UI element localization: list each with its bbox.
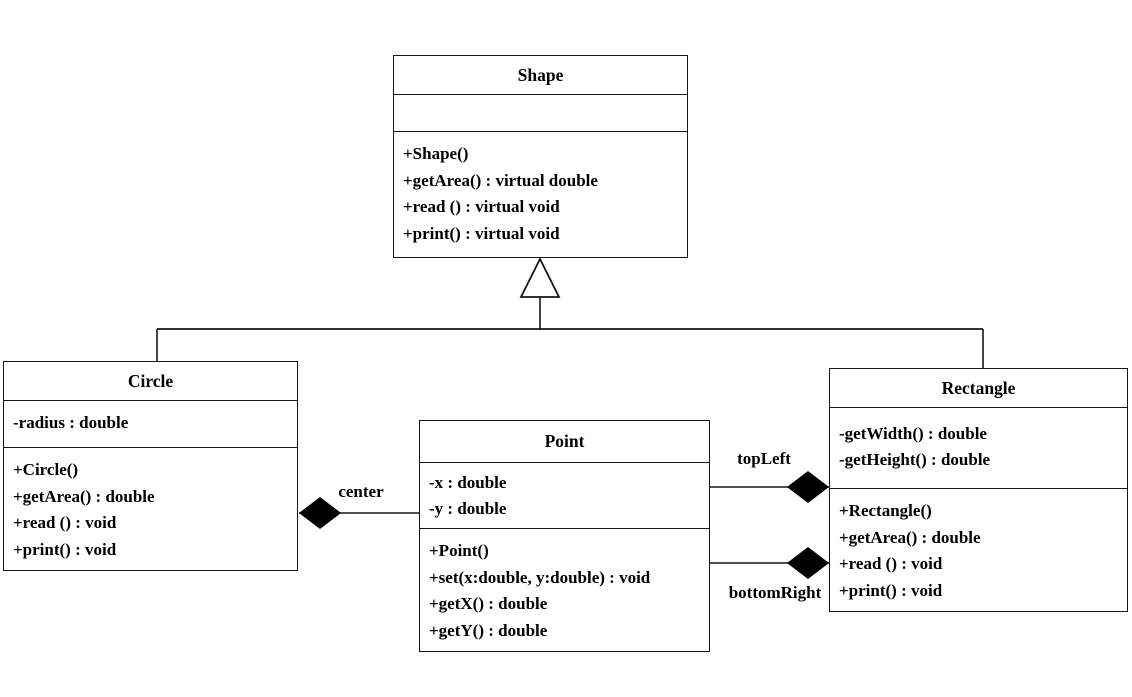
class-circle: Circle -radius : double +Circle() +getAr…	[3, 361, 298, 571]
attribute: -getWidth() : double	[839, 424, 987, 443]
class-point-name: Point	[420, 421, 709, 463]
method: +read () : virtual void	[403, 197, 560, 216]
composition-center-diamond	[299, 497, 341, 529]
class-rectangle-attributes: -getWidth() : double -getHeight() : doub…	[830, 408, 1127, 489]
class-shape-attributes	[394, 95, 687, 132]
class-point-attributes: -x : double -y : double	[420, 463, 709, 529]
composition-label-topleft: topLeft	[737, 449, 791, 468]
method: +getArea() : double	[839, 527, 981, 547]
method: +read () : void	[839, 554, 943, 573]
method: +getArea() : double	[13, 486, 155, 506]
method: +read () : void	[13, 513, 117, 532]
composition-label-center: center	[338, 482, 384, 501]
class-rectangle-methods: +Rectangle() +getArea() : double +read (…	[830, 489, 1127, 611]
class-point: Point -x : double -y : double +Point() +…	[419, 420, 710, 652]
method: +print() : void	[13, 539, 117, 559]
class-circle-methods: +Circle() +getArea() : double +read () :…	[4, 448, 297, 570]
composition-topleft-diamond	[787, 471, 829, 503]
attribute: -radius : double	[13, 413, 129, 432]
composition-bottomright-diamond	[787, 547, 829, 579]
class-circle-attributes: -radius : double	[4, 401, 297, 448]
class-shape-name: Shape	[394, 56, 687, 95]
class-point-methods: +Point() +set(x:double, y:double) : void…	[420, 529, 709, 651]
method: +getY() : double	[429, 620, 548, 640]
method: +getArea() : virtual double	[403, 170, 598, 190]
method: +Circle()	[13, 460, 79, 479]
method: +Shape()	[403, 144, 469, 163]
attribute: -y : double	[429, 499, 507, 518]
generalization-triangle-arrowhead	[519, 256, 561, 298]
class-shape-methods: +Shape() +getArea() : virtual double +re…	[394, 132, 687, 257]
class-rectangle: Rectangle -getWidth() : double -getHeigh…	[829, 368, 1128, 612]
method: +Point()	[429, 541, 489, 560]
composition-label-bottomright: bottomRight	[728, 583, 822, 602]
method: +set(x:double, y:double) : void	[429, 567, 651, 587]
method: +print() : void	[839, 580, 943, 600]
attribute: -getHeight() : double	[839, 450, 991, 469]
method: +getX() : double	[429, 594, 548, 613]
class-shape: Shape +Shape() +getArea() : virtual doub…	[393, 55, 688, 258]
class-circle-name: Circle	[4, 362, 297, 401]
method: +Rectangle()	[839, 501, 932, 520]
attribute: -x : double	[429, 473, 507, 492]
class-rectangle-name: Rectangle	[830, 369, 1127, 408]
method: +print() : virtual void	[403, 223, 560, 243]
